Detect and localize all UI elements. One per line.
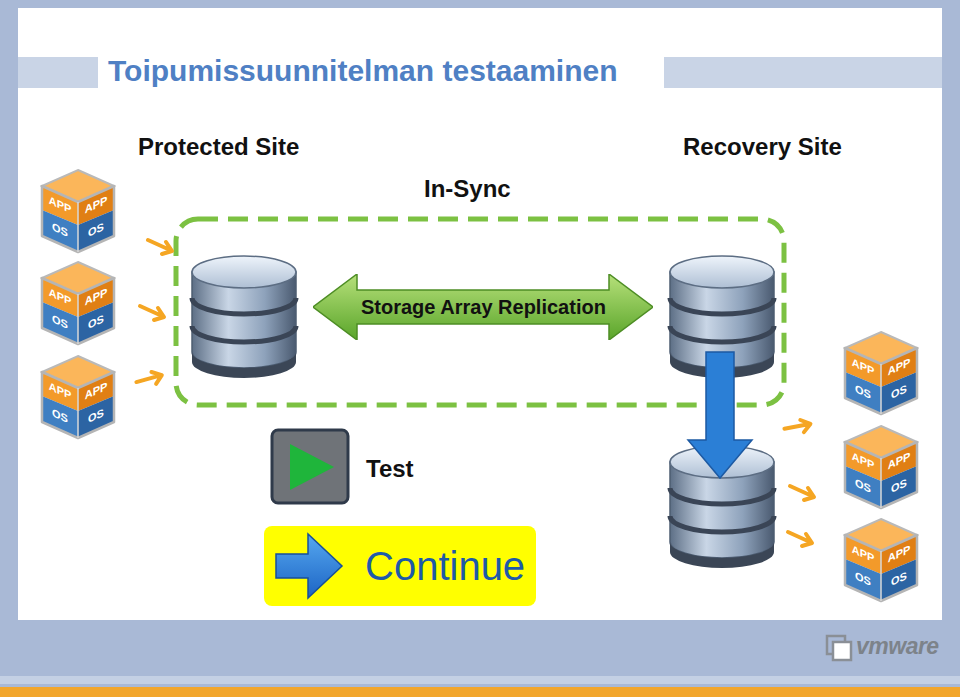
cube-shape: [843, 330, 919, 416]
replication-arrow: Storage Array Replication: [313, 274, 653, 340]
vm-cube: APPAPPOSOS: [843, 424, 919, 510]
cube-shape: [40, 260, 116, 346]
continue-button: Continue: [264, 526, 536, 606]
site-label: Recovery Site: [683, 133, 842, 161]
button-label: Test: [366, 455, 414, 483]
vm-cube: APPAPPOSOS: [40, 260, 116, 346]
cube-shape: [40, 354, 116, 440]
slide-title: Toipumissuunnitelman testaaminen: [108, 54, 618, 88]
logo-text: vmware: [856, 633, 939, 660]
vm-cube: APPAPPOSOS: [843, 330, 919, 416]
vm-cube: APPAPPOSOS: [843, 517, 919, 603]
cube-shape: [843, 517, 919, 603]
site-label: Protected Site: [138, 133, 299, 161]
cube-shape: [40, 168, 116, 254]
vm-cube: APPAPPOSOS: [40, 354, 116, 440]
cube-shape: [843, 424, 919, 510]
button-text: Continue: [365, 544, 525, 589]
vm-cube: APPAPPOSOS: [40, 168, 116, 254]
arrow-text: Storage Array Replication: [361, 296, 606, 319]
status-label: In-Sync: [424, 175, 511, 203]
